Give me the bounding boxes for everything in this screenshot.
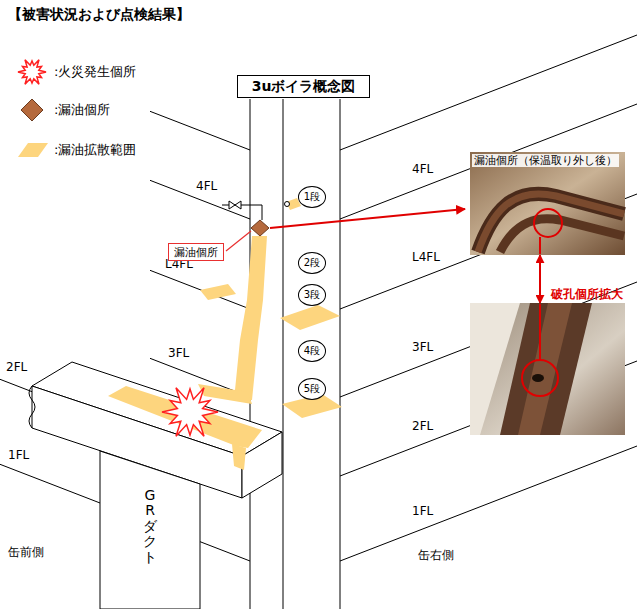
floor-line: [340, 35, 637, 150]
floor-label: 2FL: [412, 419, 433, 433]
fire-symbol: [18, 60, 46, 84]
leak-point: [251, 220, 269, 236]
photo-pipe: [478, 194, 624, 252]
stage-label: 4段: [304, 345, 320, 357]
photo-caption: 漏油個所（保温取り外し後）: [472, 154, 619, 167]
floor-label: 4FL: [196, 179, 217, 193]
valve-symbol: [229, 201, 241, 209]
diagram-title: 3uボイラ概念図: [252, 78, 356, 95]
stage-label: 2段: [304, 257, 320, 269]
floor-label: 缶前側: [8, 545, 44, 559]
leader-line: [226, 231, 251, 251]
floor-label: 2FL: [6, 360, 27, 374]
stage-circle: 2段: [298, 252, 326, 274]
floor-label: 3FL: [168, 346, 189, 360]
page-title: 【被害状況および点検結果】: [8, 6, 190, 23]
stage-circle: 4段: [298, 340, 326, 362]
photo-panel: 破孔個所拡大: [470, 303, 625, 435]
stage-circle: 3段: [298, 284, 326, 306]
callout-text: 漏油個所: [174, 246, 218, 259]
floor-label: 3FL: [412, 340, 433, 354]
stage-circle: 1段: [298, 186, 326, 208]
floor-line: [150, 111, 250, 150]
floor-label: L4FL: [412, 250, 440, 264]
duct-leg: [100, 451, 200, 609]
highlight-link: [539, 304, 541, 359]
photo-pipe: [500, 303, 592, 435]
highlight-link: [539, 237, 541, 254]
legend-swatch: [14, 58, 50, 86]
oil-spread-area: [232, 444, 246, 470]
fire-symbol: [162, 388, 218, 436]
legend-text: :火災発生個所: [54, 64, 136, 80]
duct-name: GRダクト: [143, 488, 157, 565]
photo-heading: 破孔個所拡大: [551, 287, 623, 301]
pipe: [222, 205, 262, 220]
floor-line: [340, 446, 637, 561]
legend-item: :火災発生個所: [14, 58, 136, 86]
legend-swatch: [14, 96, 50, 124]
floor-line: [150, 270, 250, 309]
callout-box: 漏油個所: [168, 243, 224, 261]
floor-label: 缶右側: [418, 548, 454, 562]
photo-pipe: [518, 303, 572, 435]
pipe-hole: [532, 374, 544, 382]
stage-circle: 5段: [298, 378, 326, 400]
stage-label: 5段: [304, 383, 320, 395]
photo: [470, 303, 625, 435]
legend-item: :漏油拡散範囲: [14, 136, 136, 164]
reference-arrow: [270, 209, 465, 228]
photo: [470, 152, 625, 255]
stage-label: 3段: [304, 289, 320, 301]
legend-text: :漏油個所: [54, 102, 110, 118]
stage-label: 1段: [304, 191, 320, 203]
title-box: 3uボイラ概念図: [237, 75, 370, 98]
floor-label: 1FL: [8, 448, 29, 462]
boiler-edge: [283, 99, 284, 609]
leak-spread-symbol: [18, 143, 48, 157]
photo-pipe: [478, 194, 624, 252]
photo-panel: 漏油個所（保温取り外し後）: [470, 152, 625, 255]
oil-spread-area: [234, 236, 267, 400]
highlight-circle: [522, 360, 558, 396]
legend-text: :漏油拡散範囲: [54, 142, 136, 158]
legend-item: :漏油個所: [14, 96, 110, 124]
highlight-circle: [534, 209, 562, 237]
pipe-fitting: [285, 202, 290, 207]
floor-label: 1FL: [412, 504, 433, 518]
oil-spread-area: [280, 305, 340, 330]
double-arrow: [539, 255, 541, 303]
boiler-edge: [340, 99, 341, 609]
oil-spread-area: [200, 284, 236, 300]
leak-point-symbol: [21, 99, 43, 121]
cut-mark: [29, 386, 35, 428]
floor-label: 4FL: [412, 162, 433, 176]
oil-spread-area: [108, 386, 262, 448]
legend-swatch: [14, 136, 50, 164]
